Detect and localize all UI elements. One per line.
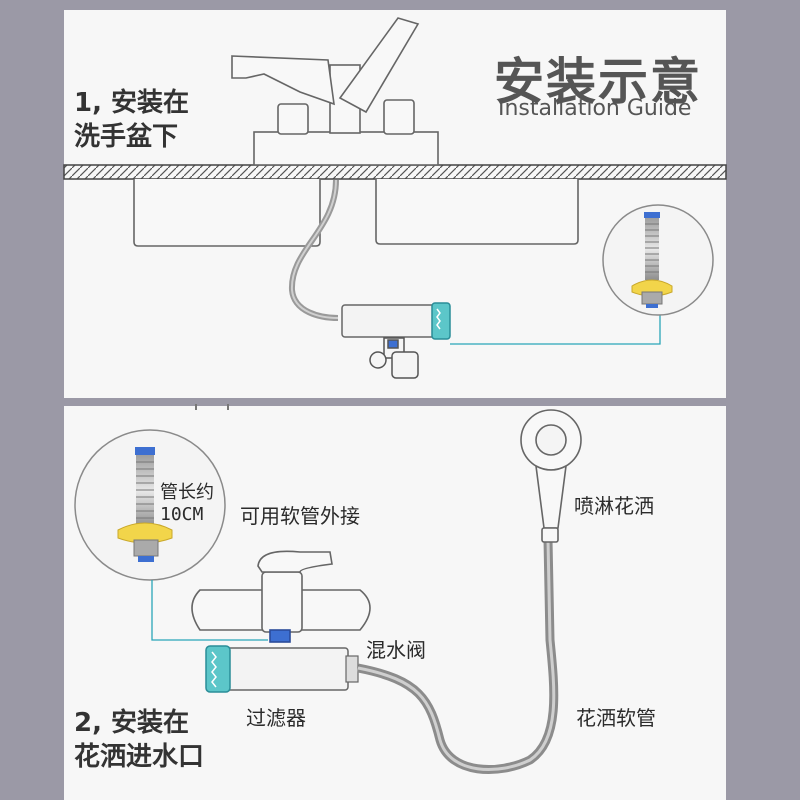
filter-bottom (205, 645, 359, 693)
showerhead (520, 409, 582, 543)
connector-callout-top (602, 204, 714, 316)
countertop (63, 164, 727, 180)
step2-line2: 花洒进水口 (74, 742, 205, 772)
shower-hose-label: 花洒软管 (576, 706, 656, 730)
sink-faucet (231, 17, 439, 166)
sink-basins (133, 179, 579, 247)
mixing-valve-label: 混水阀 (366, 638, 426, 662)
showerhead-label: 喷淋花洒 (574, 494, 654, 518)
mixing-valve (191, 550, 371, 643)
pipe-length-value: 10CM (160, 504, 204, 525)
filter-top (341, 302, 451, 340)
connector-callout-bottom (74, 429, 226, 581)
guide-title-en: Installation Guide (498, 96, 692, 121)
step2-line1: 2, 安装在 (74, 708, 190, 738)
step1-line2: 洗手盆下 (74, 122, 179, 152)
angle-valve (369, 337, 419, 379)
hose-connect-label: 可用软管外接 (240, 504, 360, 528)
pipe-length-label: 管长约 (160, 482, 214, 503)
step1-line1: 1, 安装在 (74, 88, 190, 118)
guide-title-cn: 安装示意 (494, 53, 702, 111)
filter-label: 过滤器 (246, 706, 306, 730)
